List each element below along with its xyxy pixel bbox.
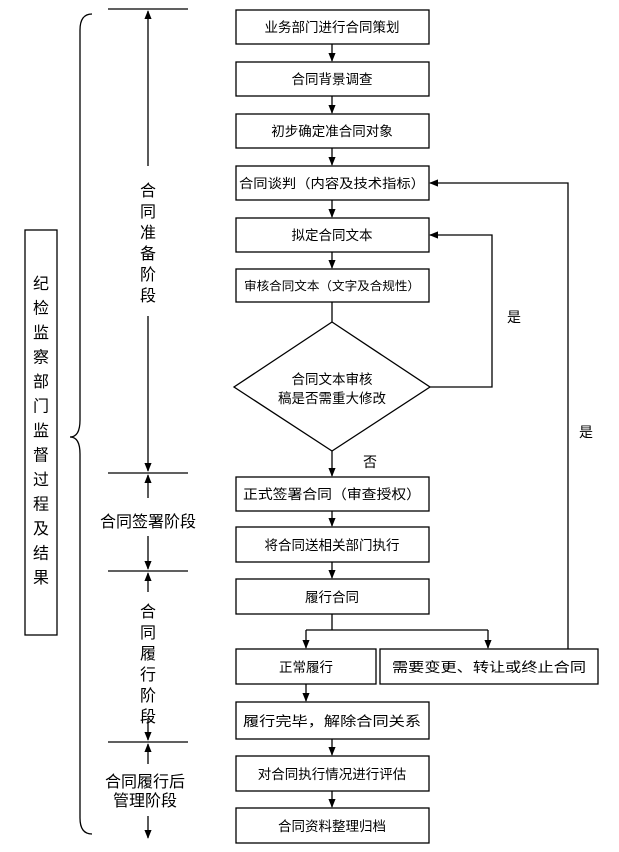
step-complete-label: 履行完毕，解除合同关系 [243, 714, 421, 730]
step-survey-label: 合同背景调查 [292, 72, 373, 88]
decision-label: 合同文本审核稿是否需重大修改 [278, 372, 386, 407]
step-sign-label: 正式签署合同（审查授权） [243, 486, 421, 503]
step-negotiate-label: 合同谈判（内容及技术指标） [239, 176, 425, 192]
supervision-brace [69, 13, 93, 835]
stage-label-post: 合同履行后管理阶段 [105, 772, 185, 810]
edge-label-yes-change: 是 [579, 425, 593, 441]
edge-label-no: 否 [363, 455, 377, 471]
revise-loop-arrow [429, 231, 493, 388]
stage-label-perform: 合同履行阶段 [140, 602, 156, 726]
stage-label-sign: 合同签署阶段 [100, 512, 196, 531]
step-survey [235, 61, 430, 97]
step-normal-label: 正常履行 [279, 660, 333, 676]
supervision-label: 纪检监察部门监督过程及结果 [33, 274, 49, 587]
step-archive [235, 807, 430, 844]
change-loop-arrow [429, 179, 569, 650]
step-deliver [235, 526, 430, 563]
step-normal [235, 648, 377, 685]
step-draft-label: 拟定合同文本 [292, 228, 373, 244]
step-evaluate [235, 755, 430, 792]
step-archive-label: 合同资料整理归档 [278, 818, 386, 835]
step-select [235, 113, 430, 149]
step-evaluate-label: 对合同执行情况进行评估 [258, 767, 407, 783]
step-plan-label: 业务部门进行合同策划 [265, 19, 400, 36]
step-review [235, 268, 430, 303]
decision-diamond [232, 321, 432, 452]
step-deliver-label: 将合同送相关部门执行 [265, 538, 400, 554]
step-review-label: 审核合同文本（文字及合规性） [244, 278, 420, 293]
step-perform [235, 578, 430, 615]
step-draft [235, 217, 430, 253]
step-perform-label: 履行合同 [305, 590, 359, 606]
step-negotiate [235, 165, 430, 201]
supervision-box [24, 229, 58, 636]
step-sign [235, 476, 430, 512]
step-change [379, 648, 599, 685]
step-plan [235, 9, 430, 45]
edge-label-yes-revise: 是 [507, 310, 521, 326]
step-complete [235, 701, 430, 740]
step-select-label: 初步确定准合同对象 [271, 123, 393, 140]
stage-label-prep: 合同准备阶段 [140, 181, 156, 305]
step-change-label: 需要变更、转让或终止合同 [392, 660, 586, 676]
